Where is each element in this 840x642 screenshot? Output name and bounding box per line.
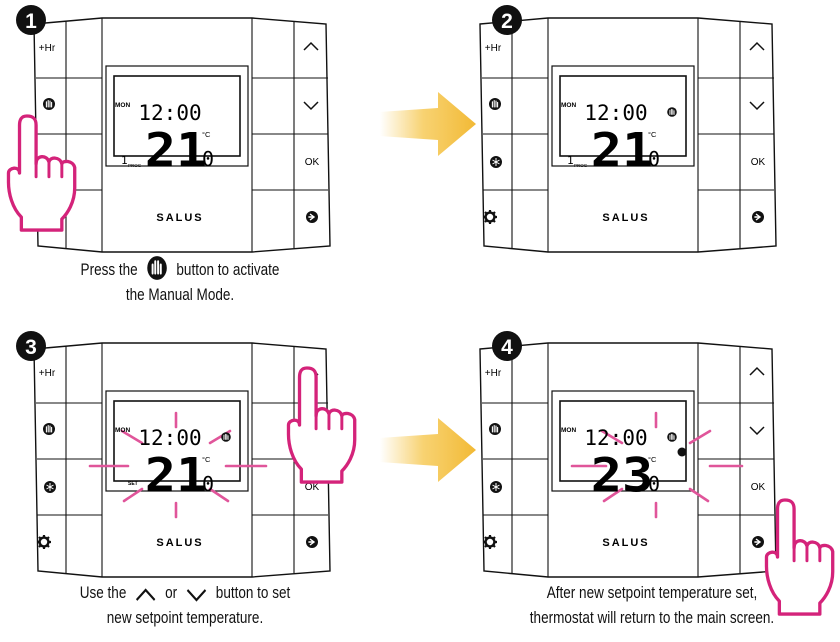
hand-icon[interactable] [42,422,56,436]
snowflake-icon[interactable] [489,480,503,494]
flame-icon [677,447,687,457]
up-arrow-button[interactable] [749,41,765,51]
caption-step-4: After new setpoint temperature set, ther… [504,581,799,631]
hand-icon[interactable] [488,97,502,111]
thermostat-step-3: +Hr OK SALUS MON 12:00 21 °C 0 SET [33,342,331,578]
lcd-mode: PROG [574,163,588,168]
thermostat-step-2: +Hr OK SALUS MON 12:00 21 °C 0 1 PROG [479,17,777,253]
lcd-day: MON [115,102,130,109]
ok-button[interactable]: OK [751,157,766,168]
next-step-arrow-1 [380,92,476,156]
lcd-time: 12:00 [138,101,201,125]
snowflake-icon[interactable] [43,480,57,494]
hand-icon[interactable] [42,97,56,111]
step-badge-2 [492,5,522,35]
lcd-time: 12:00 [584,426,647,450]
next-icon[interactable] [751,210,765,224]
lcd-unit: °C [648,130,657,139]
plus-hr-button[interactable]: +Hr [485,368,502,379]
caption-text: or [165,584,178,602]
step-number-2: 2 [501,10,513,33]
lcd-unit: °C [648,455,657,464]
lcd-temperature: 21 [591,123,654,178]
plus-hr-button[interactable]: +Hr [39,368,56,379]
step-badge-4 [492,331,522,361]
brand-logo: SALUS [156,537,203,549]
next-icon[interactable] [751,535,765,549]
down-arrow-button[interactable] [303,101,319,111]
caption-text: After new setpoint temperature set, [546,584,758,602]
flash-rays [88,411,268,519]
caption-text: Use the [79,584,127,602]
step-number-3: 3 [25,336,37,359]
next-icon[interactable] [305,535,319,549]
step-badge-3 [16,331,46,361]
down-arrow-button[interactable] [749,101,765,111]
thermostat-step-1: +Hr OK SALUS MON 12:00 21 °C 0 1 PROG [33,17,331,253]
lcd-day: MON [561,427,576,434]
step-number-4: 4 [501,336,513,359]
lcd-unit: °C [202,130,211,139]
up-arrow-button[interactable] [303,41,319,51]
gear-icon[interactable] [35,533,53,551]
plus-hr-button[interactable]: +Hr [39,43,56,54]
lcd-unit: °C [202,455,211,464]
manual-mode-icon [666,106,678,118]
lcd-mode: PROG [128,163,142,168]
lcd-mode: SET [128,481,138,487]
brand-logo: SALUS [602,212,649,224]
snowflake-icon[interactable] [489,155,503,169]
lcd-program-number: 1 [567,154,574,167]
step-badge-1 [16,5,46,35]
gear-icon[interactable] [481,533,499,551]
next-step-arrow-2 [380,418,476,482]
manual-mode-icon [666,431,678,443]
caption-text: button to activate [176,261,280,279]
lcd-day: MON [115,427,130,434]
caption-text: thermostat will return to the main scree… [529,609,775,627]
caption-step-3: Use the or button to set new setpoint te… [58,581,312,631]
chevron-down-icon [186,589,207,602]
lcd-time: 12:00 [138,426,201,450]
caption-text: button to set [215,584,291,602]
gear-icon[interactable] [481,208,499,226]
next-icon[interactable] [305,210,319,224]
manual-mode-icon [220,431,232,443]
down-arrow-button[interactable] [749,426,765,436]
up-arrow-button[interactable] [749,366,765,376]
lcd-day: MON [561,102,576,109]
lcd-decimal: 0 [648,472,660,496]
hand-icon[interactable] [488,422,502,436]
thermostat-step-4: +Hr OK SALUS MON 12:00 23 °C 0 [479,342,777,578]
lcd-temperature: 21 [145,448,208,503]
lcd-decimal: 0 [648,147,660,171]
lcd-time: 12:00 [584,101,647,125]
hand-icon [147,256,167,280]
caption-text: Press the [80,261,138,279]
plus-hr-button[interactable]: +Hr [485,43,502,54]
brand-logo: SALUS [156,212,203,224]
ok-button[interactable]: OK [305,157,320,168]
brand-logo: SALUS [602,537,649,549]
chevron-up-icon [136,588,156,601]
step-number-1: 1 [25,10,37,33]
caption-step-1: Press the button to activate the Manual … [57,256,303,308]
lcd-decimal: 0 [202,472,214,496]
lcd-decimal: 0 [202,147,214,171]
lcd-program-number: 1 [121,154,128,167]
ok-button[interactable]: OK [305,482,320,493]
lcd-temperature: 21 [145,123,208,178]
flash-rays [570,411,744,519]
lcd-temperature: 23 [591,448,654,503]
caption-text: new setpoint temperature. [106,609,264,627]
ok-button[interactable]: OK [751,482,766,493]
caption-text: the Manual Mode. [125,286,235,304]
